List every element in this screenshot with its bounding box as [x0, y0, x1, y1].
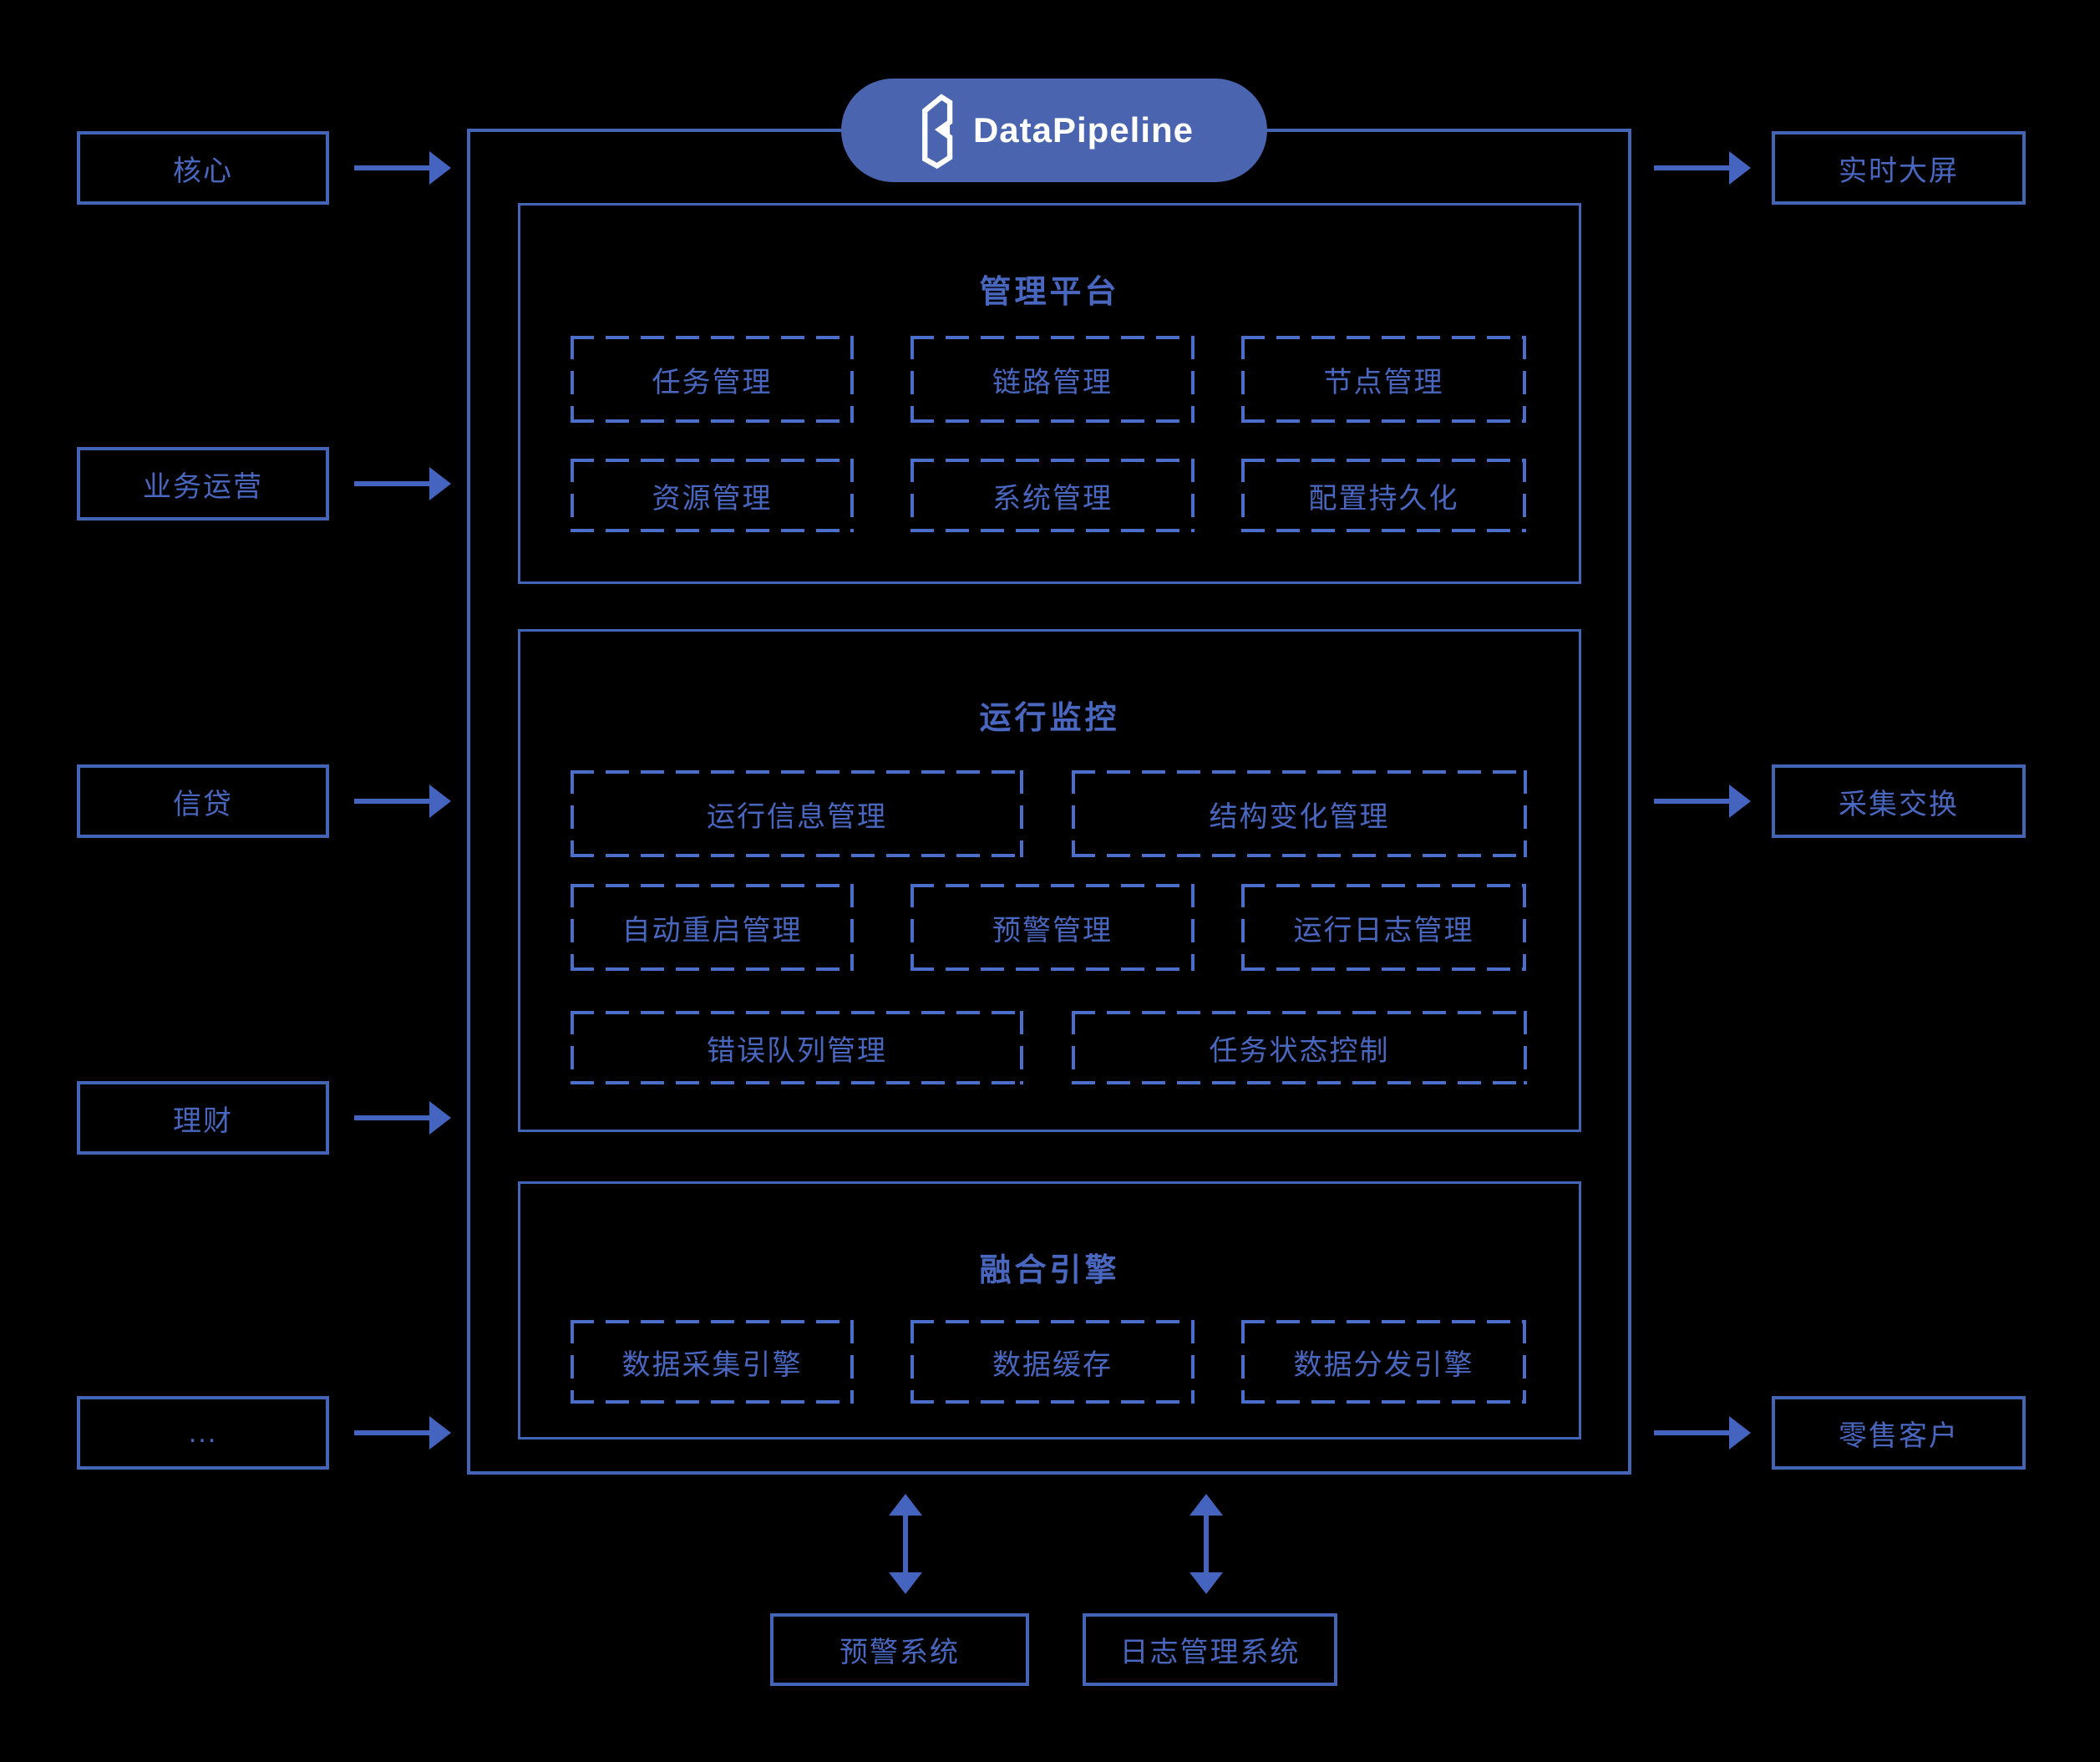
arrow-platform-to-dashboard	[1654, 151, 1751, 185]
section-management-platform-title: 管理平台	[979, 275, 1120, 310]
module-label: 运行信息管理	[707, 800, 887, 833]
arrow-platform-to-exchange	[1654, 785, 1751, 818]
module-label: 数据采集引擎	[621, 1348, 803, 1381]
module-system-management: 系统管理	[911, 459, 1195, 532]
arrow-head-icon	[1729, 1416, 1751, 1450]
arrow-shaft	[1204, 1512, 1209, 1576]
channel-retail-customers: 零售客户	[1772, 1396, 2026, 1470]
channel-realtime-dashboard-label: 实时大屏	[1839, 155, 1959, 187]
arrow-head-icon	[429, 151, 451, 185]
channel-business-operations: 业务运营	[77, 447, 329, 520]
module-task-status-control: 任务状态控制	[1072, 1011, 1527, 1084]
arrow-shaft	[354, 799, 431, 804]
arrow-shaft	[1654, 799, 1731, 804]
module-task-management: 任务管理	[571, 336, 854, 423]
channel-realtime-dashboard: 实时大屏	[1772, 131, 2026, 205]
module-error-queue-management: 错误队列管理	[571, 1011, 1023, 1084]
arrow-head-icon	[429, 785, 451, 818]
module-label: 结构变化管理	[1209, 800, 1390, 833]
module-label: 自动重启管理	[621, 914, 803, 947]
system-log-management-label: 日志管理系统	[1119, 1637, 1301, 1668]
arrow-head-up-icon	[1189, 1494, 1223, 1516]
channel-credit-label: 信贷	[173, 788, 233, 820]
arrow-more-to-platform	[354, 1416, 451, 1450]
module-label: 数据分发引擎	[1293, 1348, 1474, 1381]
arrow-core-to-platform	[354, 151, 451, 185]
channel-business-operations-label: 业务运营	[143, 470, 263, 503]
channel-core-label: 核心	[173, 155, 233, 187]
arrow-platform-log-system	[1188, 1494, 1225, 1594]
arrow-shaft	[903, 1512, 908, 1576]
module-label: 错误队列管理	[707, 1034, 887, 1067]
arrow-wealth-to-platform	[354, 1101, 451, 1135]
channel-collection-exchange: 采集交换	[1772, 764, 2026, 838]
section-fusion-engine-title: 融合引擎	[979, 1253, 1120, 1288]
section-fusion-engine: 融合引擎	[518, 1181, 1581, 1440]
channel-wealth-label: 理财	[173, 1104, 233, 1137]
section-operation-monitoring-title: 运行监控	[979, 701, 1120, 736]
channel-wealth: 理财	[77, 1081, 329, 1155]
module-resource-management: 资源管理	[571, 459, 854, 532]
module-label: 运行日志管理	[1293, 914, 1474, 947]
arrow-credit-to-platform	[354, 785, 451, 818]
module-link-management: 链路管理	[911, 336, 1195, 423]
module-data-collection-engine: 数据采集引擎	[571, 1320, 854, 1404]
section-operation-monitoring: 运行监控	[518, 629, 1581, 1132]
module-auto-restart-management: 自动重启管理	[571, 884, 854, 971]
channel-credit: 信贷	[77, 764, 329, 838]
brand-pill: DataPipeline	[841, 79, 1267, 182]
arrow-shaft	[354, 1430, 431, 1435]
module-label: 配置持久化	[1308, 482, 1459, 515]
module-structure-change-management: 结构变化管理	[1072, 770, 1527, 857]
module-label: 数据缓存	[992, 1348, 1113, 1381]
channel-more: ...	[77, 1396, 329, 1470]
module-data-cache: 数据缓存	[911, 1320, 1195, 1404]
system-alert-label: 预警系统	[839, 1637, 960, 1668]
arrow-head-icon	[1729, 785, 1751, 818]
arrow-head-icon	[429, 1101, 451, 1135]
arrow-head-icon	[1729, 151, 1751, 185]
system-log-management: 日志管理系统	[1083, 1613, 1337, 1686]
module-label: 任务管理	[652, 366, 773, 399]
channel-more-label: ...	[188, 1416, 218, 1449]
arrow-shaft	[1654, 165, 1731, 170]
arrow-shaft	[1654, 1430, 1731, 1435]
arrow-business-to-platform	[354, 467, 451, 500]
channel-retail-customers-label: 零售客户	[1839, 1419, 1959, 1452]
module-label: 链路管理	[992, 366, 1113, 399]
arrow-platform-alert-system	[887, 1494, 924, 1594]
arrow-head-icon	[429, 467, 451, 500]
module-label: 节点管理	[1323, 366, 1444, 399]
module-label: 系统管理	[992, 482, 1113, 515]
channel-core: 核心	[77, 131, 329, 205]
module-label: 预警管理	[992, 914, 1113, 947]
brand-name: DataPipeline	[972, 110, 1195, 150]
arrow-head-down-icon	[1189, 1572, 1223, 1594]
module-runtime-info-management: 运行信息管理	[571, 770, 1023, 857]
arrow-head-up-icon	[889, 1494, 922, 1516]
arrow-shaft	[354, 1115, 431, 1120]
module-label: 资源管理	[652, 482, 773, 515]
arrow-platform-to-retail	[1654, 1416, 1751, 1450]
system-alert: 预警系统	[770, 1613, 1029, 1686]
module-label: 任务状态控制	[1209, 1034, 1390, 1067]
module-data-distribution-engine: 数据分发引擎	[1241, 1320, 1526, 1404]
module-config-persistence: 配置持久化	[1241, 459, 1526, 532]
module-run-log-management: 运行日志管理	[1241, 884, 1526, 971]
section-management-platform: 管理平台	[518, 203, 1581, 584]
arrow-head-icon	[429, 1416, 451, 1450]
datapipeline-logo-icon	[922, 94, 953, 170]
arrow-shaft	[354, 481, 431, 486]
channel-collection-exchange-label: 采集交换	[1839, 788, 1959, 820]
module-alert-management: 预警管理	[911, 884, 1195, 971]
arrow-head-down-icon	[889, 1572, 922, 1594]
arrow-shaft	[354, 165, 431, 170]
module-node-management: 节点管理	[1241, 336, 1526, 423]
